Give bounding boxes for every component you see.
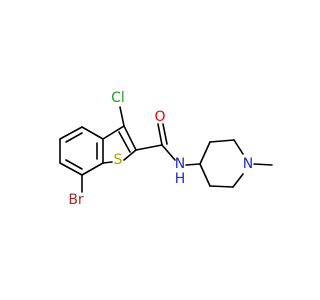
bond-c4-c5 <box>59 126 83 140</box>
bond-pip-4 <box>232 173 244 188</box>
atom-o: O <box>154 109 165 125</box>
bond-c2-s <box>123 149 137 161</box>
atom-s: S <box>114 152 123 168</box>
atom-h-amide: H <box>175 171 186 187</box>
bond-n-c4pip <box>185 163 201 166</box>
bond-c4-c5-inner <box>65 132 83 143</box>
bond-c6-c3 <box>102 125 125 140</box>
bond-c3-c2-b <box>118 131 131 153</box>
bond-c8-c9-inner <box>65 159 83 170</box>
bond-pip-3 <box>233 139 244 155</box>
atom-n-amide: N <box>175 156 185 172</box>
structure-canvas: Br Cl S O N H N <box>59 90 273 208</box>
bond-s-c7 <box>102 161 113 164</box>
atom-cl: Cl <box>111 90 125 106</box>
bond-co-a <box>157 123 163 146</box>
bond-c5-c6 <box>81 126 104 140</box>
bond-pip-6 <box>199 163 211 187</box>
bonds <box>59 106 273 193</box>
bond-c2-camide <box>135 144 163 151</box>
bond-n-methyl <box>253 163 273 166</box>
bond-c3-c2-a <box>123 125 137 151</box>
bond-c3-cl <box>119 106 125 127</box>
atom-br: Br <box>68 192 84 208</box>
atom-n-piperidine: N <box>243 156 253 172</box>
bond-pip-2 <box>209 139 235 143</box>
molecule-diagram: Br Cl S O N H N <box>59 90 273 208</box>
bond-pip-1 <box>199 141 211 165</box>
bond-co-b <box>162 123 168 145</box>
bond-pip-5 <box>209 185 234 188</box>
bond-camide-n <box>161 144 176 161</box>
atom-labels: Br Cl S O N H N <box>68 90 253 208</box>
bond-c7-c8 <box>81 162 104 176</box>
bond-c8-c9 <box>59 162 83 176</box>
